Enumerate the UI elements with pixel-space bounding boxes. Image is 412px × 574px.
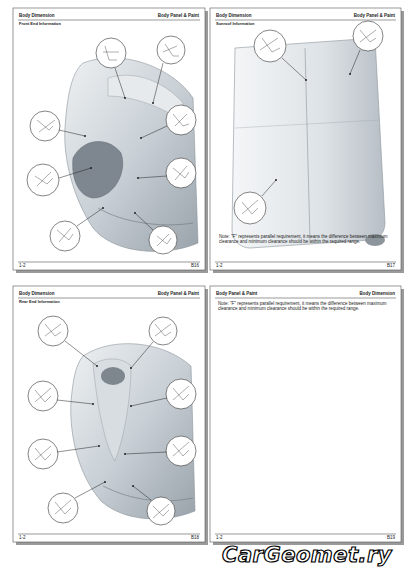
manual-page: Body Dimension Body Panel & PaintFront En… [13,8,205,270]
page-footer: 1-2 [216,263,223,268]
section-heading: Front End Information [19,22,61,27]
watermark: CarGeomet.ry [222,543,392,567]
sunroof-drawing [232,21,385,248]
page-number: B19 [387,535,395,540]
header-section: Body Panel & Paint [158,291,199,296]
note-text: Note: "F" represents parallel requiremen… [218,301,390,311]
page-number: B16 [191,263,199,268]
section-heading: Sunroof Information [216,22,254,27]
page-frames [13,8,404,545]
header-title: Body Dimension [19,13,55,18]
header-section: Body Panel & Paint [354,13,395,18]
manual-page: Body Dimension Body Panel & PaintSunroof … [210,8,401,270]
manual-page: Body Dimension Body Panel & PaintRear End… [13,286,205,542]
note-text: Note: "F" represents parallel requiremen… [219,234,391,244]
header-title: Body Dimension [19,291,55,296]
section-heading: Rear End Information [19,300,60,305]
page-number: B17 [387,263,395,268]
rear-end-drawing [28,316,196,525]
header-title: Body Panel & Paint [216,291,257,296]
header-section: Body Dimension [359,291,395,296]
manual-page: Body Panel & Paint Body DimensionNote: "F… [210,286,401,542]
header-section: Body Panel & Paint [158,13,199,18]
page-number: B18 [191,535,199,540]
front-end-drawing [27,36,198,254]
header-title: Body Dimension [216,13,252,18]
page-footer: 1-2 [19,263,26,268]
page-footer: 1-2 [19,535,26,540]
page-footer: 1-2 [216,535,223,540]
